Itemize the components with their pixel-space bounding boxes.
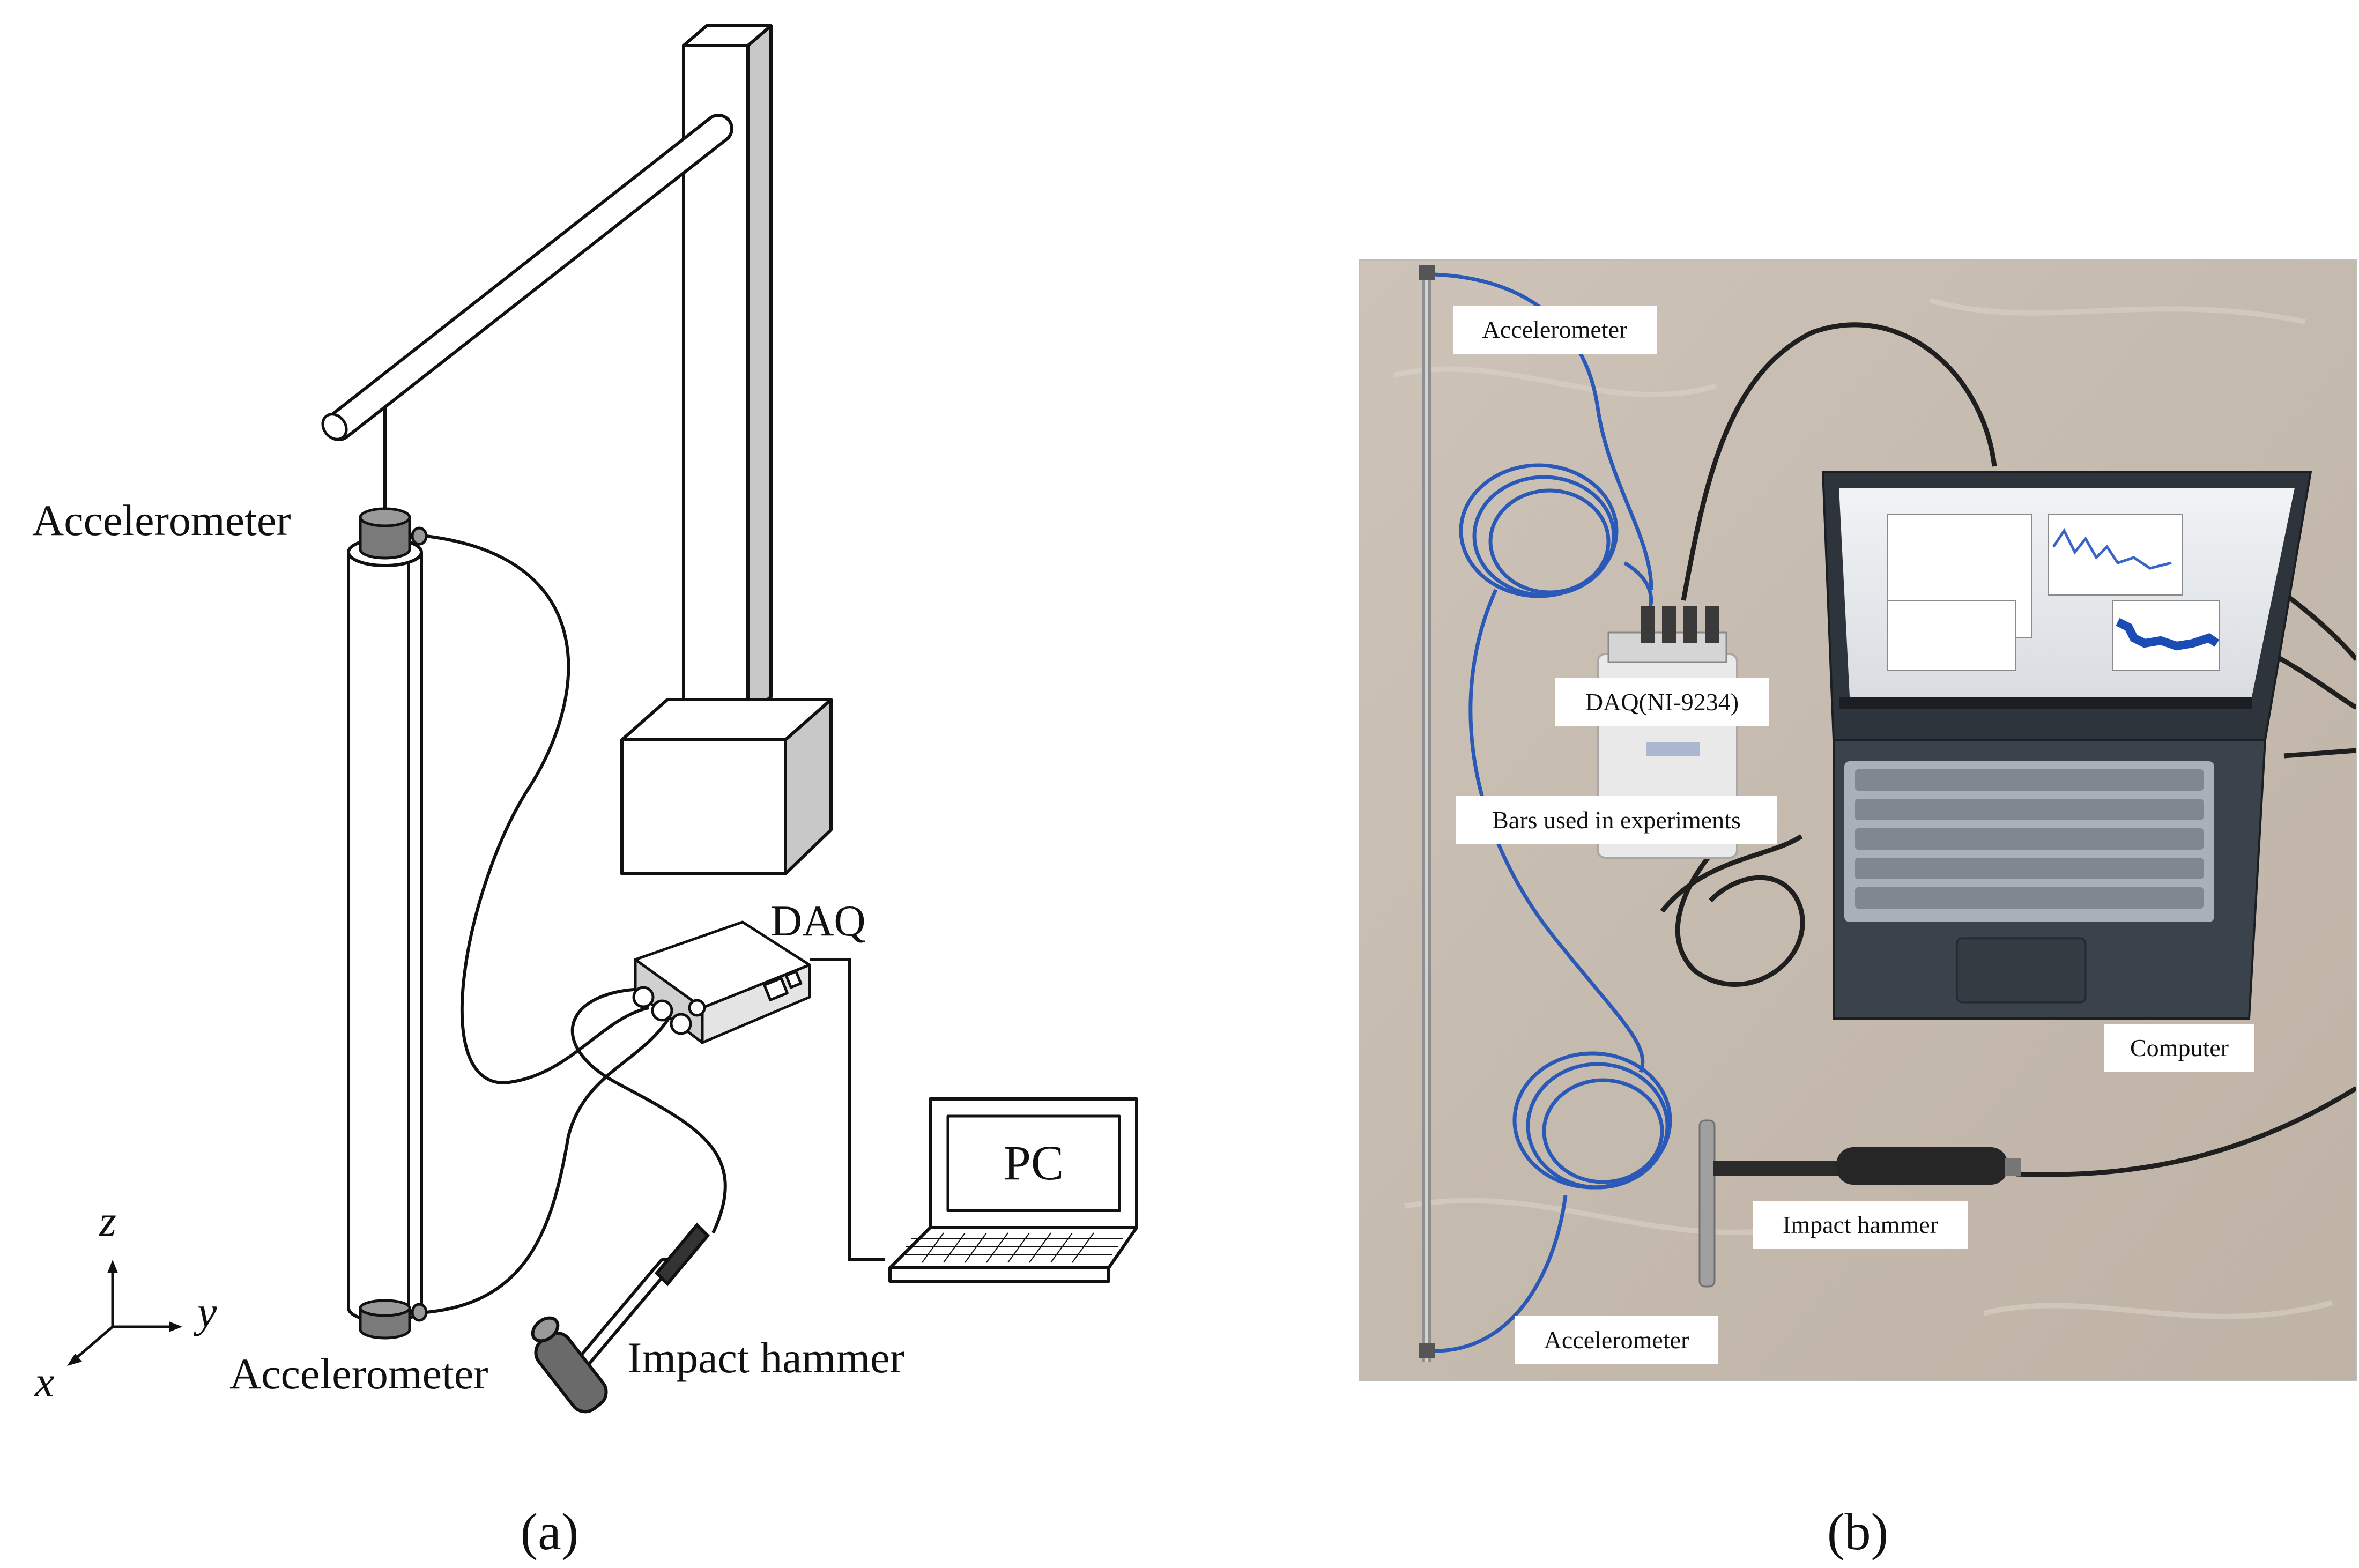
label-accelerometer-bottom-a: Accelerometer bbox=[229, 1349, 488, 1398]
panel-b-photo: Accelerometer DAQ(NI-9234) Bars used in … bbox=[1359, 259, 2357, 1561]
cables bbox=[426, 534, 727, 1314]
label-daq-b: DAQ(NI-9234) bbox=[1585, 688, 1739, 716]
accelerometer-bottom bbox=[359, 1299, 428, 1340]
stand-arm bbox=[321, 114, 733, 441]
coordinate-axes bbox=[67, 1260, 182, 1366]
pc-label: PC bbox=[1004, 1135, 1064, 1190]
stand-column bbox=[682, 24, 773, 717]
impact-hammer-drawing bbox=[531, 1222, 710, 1414]
photo-label-accelerometer-top: Accelerometer bbox=[1453, 306, 1657, 354]
label-daq-a: DAQ bbox=[770, 896, 866, 945]
photo-laptop bbox=[1821, 471, 2312, 1020]
daq-device bbox=[632, 920, 811, 1044]
pc-laptop bbox=[888, 1097, 1138, 1283]
caption-a: (a) bbox=[521, 1503, 579, 1561]
photo-label-daq: DAQ(NI-9234) bbox=[1555, 678, 1769, 726]
label-accelerometer-top-b: Accelerometer bbox=[1482, 316, 1628, 343]
photo-blue-cables bbox=[1434, 272, 1672, 1353]
caption-b: (b) bbox=[1827, 1503, 1888, 1561]
accelerometer-top bbox=[359, 507, 428, 560]
photo-impact-hammer bbox=[1698, 1119, 2021, 1288]
label-accelerometer-bottom-b: Accelerometer bbox=[1544, 1326, 1689, 1354]
label-computer-b: Computer bbox=[2130, 1034, 2229, 1061]
photo-label-bars: Bars used in experiments bbox=[1456, 796, 1777, 844]
photo-label-computer: Computer bbox=[2104, 1024, 2254, 1072]
photo-black-cables bbox=[1660, 322, 2356, 1177]
axis-z-label: z bbox=[99, 1197, 116, 1245]
label-accelerometer-top-a: Accelerometer bbox=[32, 496, 291, 545]
keyboard-keys bbox=[1855, 769, 2204, 909]
axis-x-label: x bbox=[34, 1357, 54, 1406]
photo-frame bbox=[1359, 259, 2357, 1381]
test-bar bbox=[347, 537, 423, 1323]
photo-label-impact-hammer: Impact hammer bbox=[1753, 1201, 1968, 1249]
photo-label-accelerometer-bottom: Accelerometer bbox=[1515, 1316, 1718, 1364]
screen-plots bbox=[1887, 514, 2220, 671]
laptop-keyboard bbox=[901, 1232, 1123, 1263]
label-bars-b: Bars used in experiments bbox=[1492, 806, 1741, 834]
label-impact-hammer-a: Impact hammer bbox=[627, 1333, 904, 1382]
photo-metal-bar bbox=[1419, 265, 1435, 1362]
stand-base-block bbox=[620, 698, 833, 875]
axis-y-label: y bbox=[194, 1288, 217, 1336]
panel-a-schematic: PC z y x Accelerometer Accelerometer DAQ… bbox=[32, 24, 1138, 1561]
label-impact-hammer-b: Impact hammer bbox=[1783, 1211, 1938, 1238]
daq-pc-cable bbox=[810, 958, 885, 1261]
